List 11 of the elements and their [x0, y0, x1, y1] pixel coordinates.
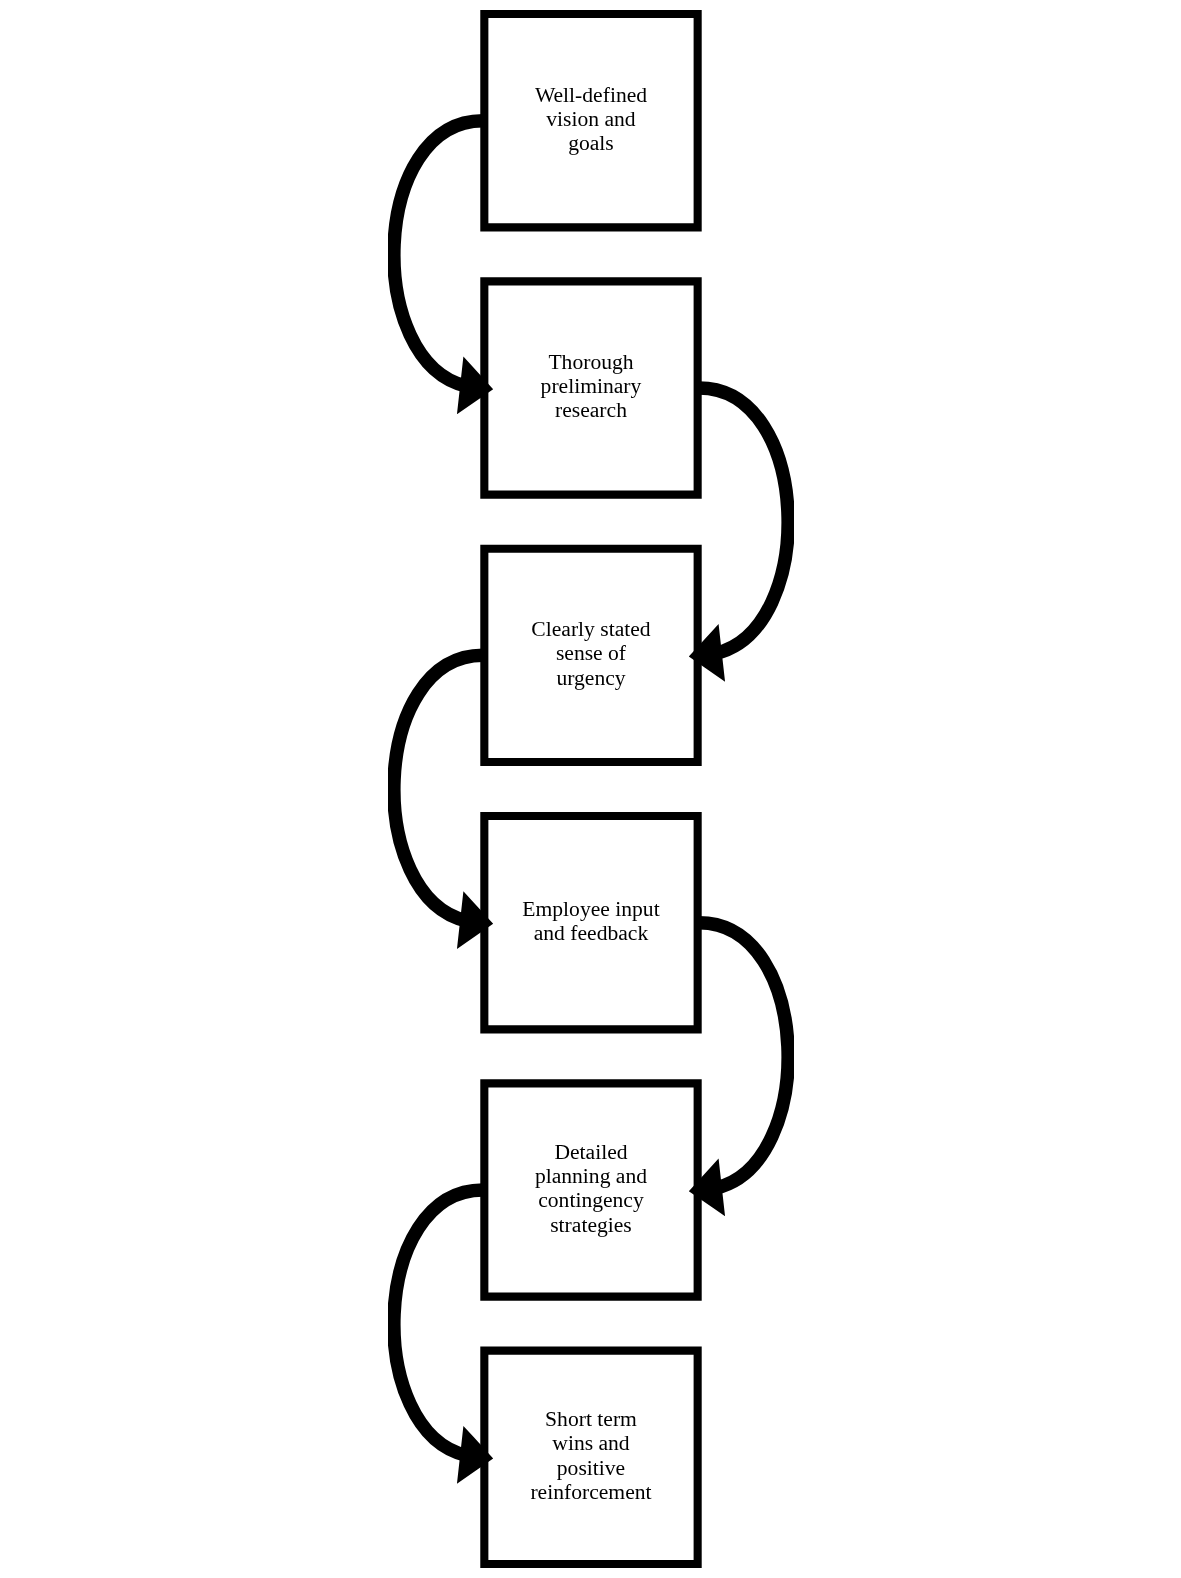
node-box: Well-defined vision and goals: [479, 9, 702, 232]
arrow: [688, 916, 794, 1217]
arrow: [387, 1183, 493, 1484]
arrow: [387, 648, 493, 949]
node-box: Employee input and feedback: [479, 811, 702, 1034]
arrow: [387, 114, 493, 415]
node-box: Thorough preliminary research: [479, 277, 702, 499]
node-box: Clearly stated sense of urgency: [479, 544, 702, 767]
node-box: Detailed planning and contingency strategies: [479, 1079, 702, 1301]
arrow: [688, 381, 794, 682]
node-box: Short term wins and positive reinforcement: [479, 1346, 702, 1569]
